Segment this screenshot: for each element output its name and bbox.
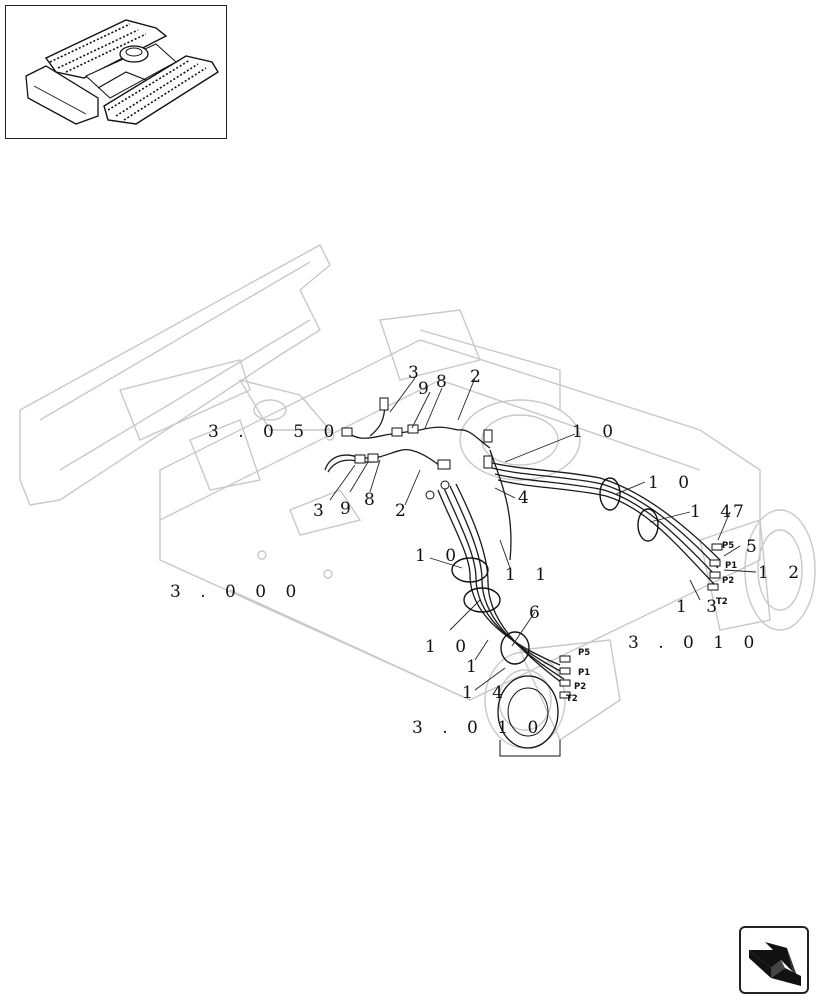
callout-8-bottom: 8 [364,490,382,510]
port-p1-right: P1 [725,561,737,571]
next-page-arrow-icon [749,942,801,986]
ref-label-3050: 3 . 0 5 0 [208,422,341,442]
ghosted-undercarriage-frame [19,244,816,749]
ref-label-3010-right: 3 . 0 1 0 [628,633,761,653]
callout-4: 4 [518,488,536,508]
callout-2-top: 2 [470,367,488,387]
callout-9-top: 9 [418,379,436,399]
port-p1-left: P1 [578,668,590,678]
ref-label-3010-left: 3 . 0 1 0 [412,718,545,738]
callout-6: 6 [529,603,547,623]
callout-13: 1 3 [676,597,724,617]
callout-10-right: 1 0 [648,473,696,493]
callout-12: 1 2 [758,563,806,583]
callout-14-left: 1 4 [462,683,510,703]
port-p5-right: P5 [722,541,734,551]
callout-1: 1 [466,657,484,677]
next-page-button[interactable] [739,926,809,994]
callout-10-left: 1 0 [425,637,473,657]
ref-label-3000: 3 . 0 0 0 [170,582,303,602]
undercarriage-thumbnail-icon [25,19,219,125]
callout-10-middle: 1 0 [415,546,463,566]
undercarriage-thumbnail [5,5,227,139]
leader-lines [329,377,757,691]
callout-3-bottom: 3 [313,501,331,521]
callout-11: 1 1 [505,565,553,585]
callout-14-right: 1 4 [690,502,738,522]
port-p2-left: P2 [574,682,586,692]
port-p5-left: P5 [578,648,590,658]
callout-10-top: 1 0 [572,422,620,442]
callout-8-top: 8 [436,372,454,392]
port-t2-right: T2 [716,597,728,607]
left-travel-motor [497,675,561,757]
callout-2-bottom: 2 [395,501,413,521]
callout-9-bottom: 9 [340,499,358,519]
hose-bundle [324,401,721,687]
port-t2-left: T2 [566,694,578,704]
callout-3-top: 3 [408,363,426,383]
callout-5: 5 [746,537,764,557]
hose-fittings [341,397,723,699]
callout-7: 7 [733,502,751,522]
port-p2-right: P2 [722,576,734,586]
